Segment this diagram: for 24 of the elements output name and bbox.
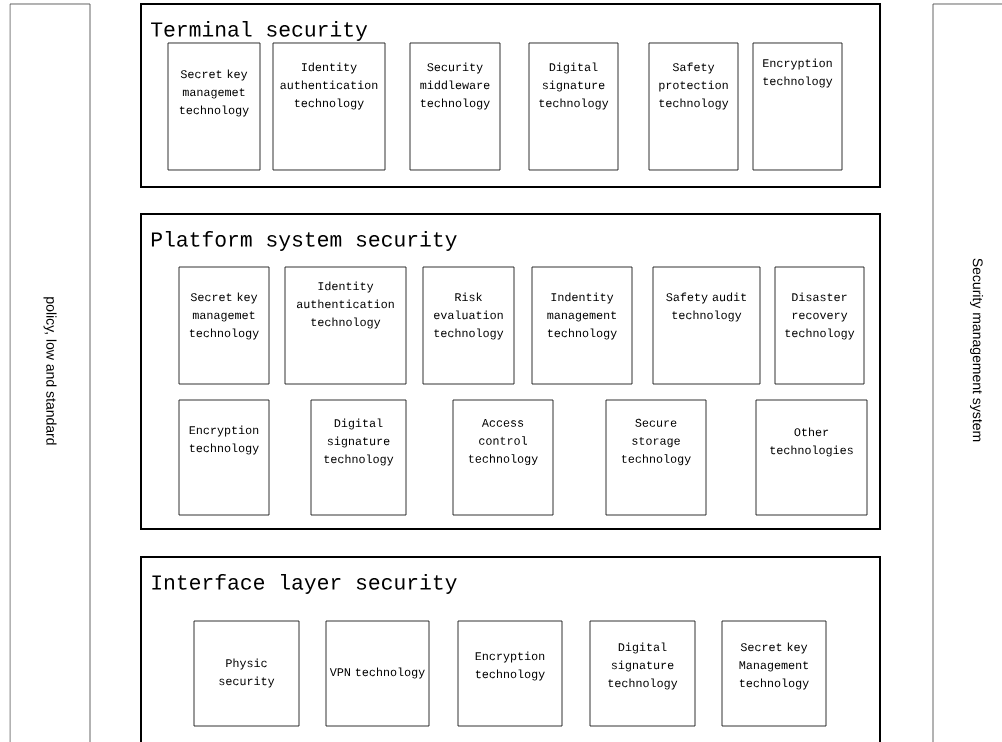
technology-box: Digital signature technology (589, 620, 696, 727)
technology-box: Digital signature technology (310, 399, 407, 516)
side-band: Security management system (932, 3, 1002, 742)
technology-box: Secret key managemet technology (178, 266, 270, 385)
side-band: policy, low and standard (9, 3, 91, 742)
technology-box: Safety protection technology (648, 42, 739, 171)
technology-box: Risk evaluation technology (422, 266, 515, 385)
technology-box: Access control technology (452, 399, 554, 516)
technology-box: Encryption technology (457, 620, 563, 727)
technology-box: Secret key Management technology (721, 620, 827, 727)
technology-box: Encryption technology (752, 42, 843, 171)
technology-box: Secure storage technology (605, 399, 707, 516)
technology-box: Other technologies (755, 399, 868, 516)
technology-box: Identity authentication technology (272, 42, 386, 171)
technology-box: Encryption technology (178, 399, 270, 516)
technology-box: VPN technology (325, 620, 430, 727)
technology-box: Digital signature technology (528, 42, 619, 171)
technology-box: Physic security (193, 620, 300, 727)
technology-box: Secret key managemet technology (167, 42, 261, 171)
technology-box: Safety audit technology (652, 266, 761, 385)
technology-box: Disaster recovery technology (774, 266, 865, 385)
technology-box: Security middleware technology (409, 42, 501, 171)
technology-box: Indentity management technology (531, 266, 633, 385)
technology-box: Identity authentication technology (284, 266, 407, 385)
